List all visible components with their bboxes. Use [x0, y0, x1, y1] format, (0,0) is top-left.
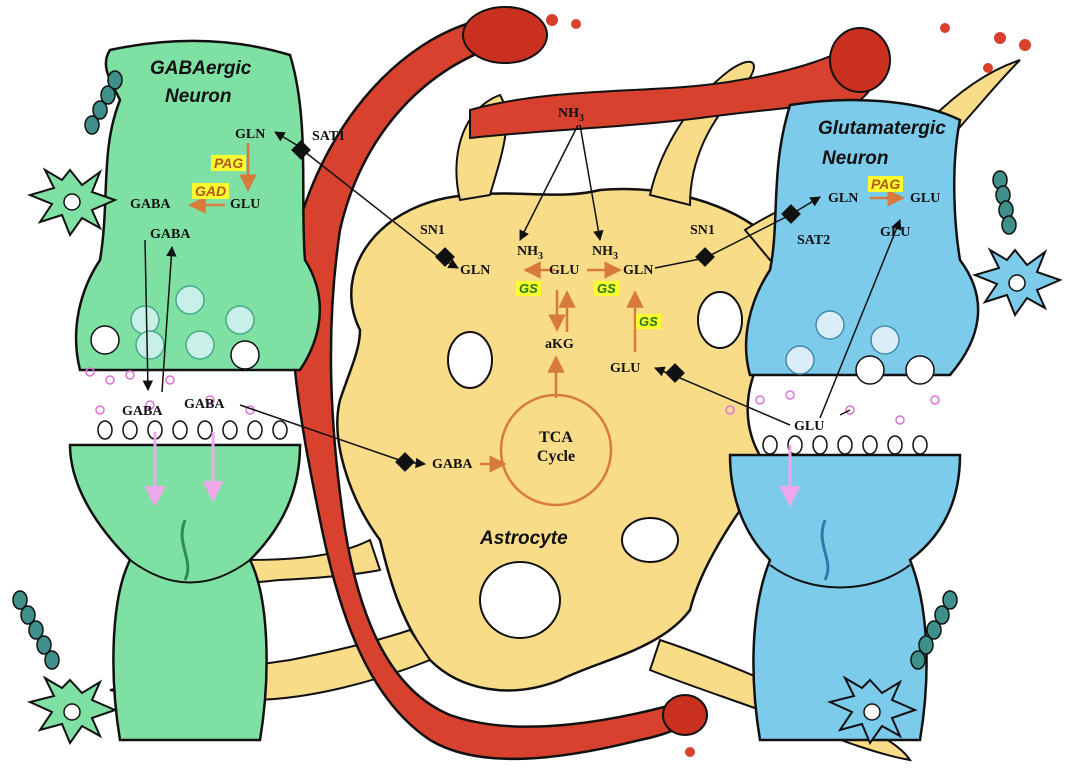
enzyme-pag-gaba: PAG	[211, 155, 247, 171]
tca-line1: TCA	[539, 429, 573, 446]
gabaergic-title-line2: Neuron	[165, 86, 232, 107]
gaba-neuron-gln: GLN	[235, 127, 266, 142]
astro-nh3-top: NH3	[558, 106, 584, 124]
astro-nh3-right: NH3	[592, 244, 618, 262]
glut-neuron-gln: GLN	[828, 191, 859, 206]
enzyme-gs-1: GS	[516, 281, 541, 296]
glutamatergic-terminal	[744, 98, 980, 377]
astro-gln-left: GLN	[460, 263, 491, 278]
tca-line2: Cycle	[536, 448, 576, 465]
astro-akg: aKG	[545, 337, 574, 352]
astrocyte-title: Astrocyte	[480, 528, 568, 549]
gaba-neuron-glu: GLU	[230, 197, 261, 212]
transporter-sat1: SAT1	[312, 129, 346, 144]
enzyme-gs-3: GS	[636, 314, 661, 329]
tca-cycle-label: TCA Cycle	[516, 428, 596, 466]
gaba-neuron-gaba-2: GABA	[150, 227, 191, 242]
enzyme-pag-glut: PAG	[868, 176, 904, 192]
astro-gaba: GABA	[432, 457, 473, 472]
glutamatergic-title-line2: Neuron	[822, 148, 889, 169]
glutamatergic-postsynaptic	[728, 453, 962, 742]
cleft-glu: GLU	[794, 419, 825, 434]
gabaergic-postsynaptic	[68, 443, 302, 742]
enzyme-gs-2: GS	[594, 281, 619, 296]
astro-glu-lower: GLU	[610, 361, 641, 376]
astro-nh3-left: NH3	[517, 244, 543, 262]
gaba-neuron-gaba-1: GABA	[130, 197, 171, 212]
cleft-gaba-left: GABA	[122, 404, 163, 419]
glutamatergic-title-line1: Glutamatergic	[818, 118, 946, 139]
enzyme-gad: GAD	[192, 183, 230, 199]
glut-neuron-glu-2: GLU	[880, 225, 911, 240]
transporter-sn1-left: SN1	[420, 223, 445, 238]
transporter-sn1-right: SN1	[690, 223, 715, 238]
cleft-gaba-right: GABA	[184, 397, 225, 412]
glut-neuron-glu-1: GLU	[910, 191, 941, 206]
tca-cycle-circle	[499, 393, 613, 507]
gabaergic-title-line1: GABAergic	[150, 58, 252, 79]
transporter-sat2: SAT2	[797, 233, 831, 248]
astro-gln-right: GLN	[623, 263, 654, 278]
astro-glu-center: GLU	[549, 263, 580, 278]
